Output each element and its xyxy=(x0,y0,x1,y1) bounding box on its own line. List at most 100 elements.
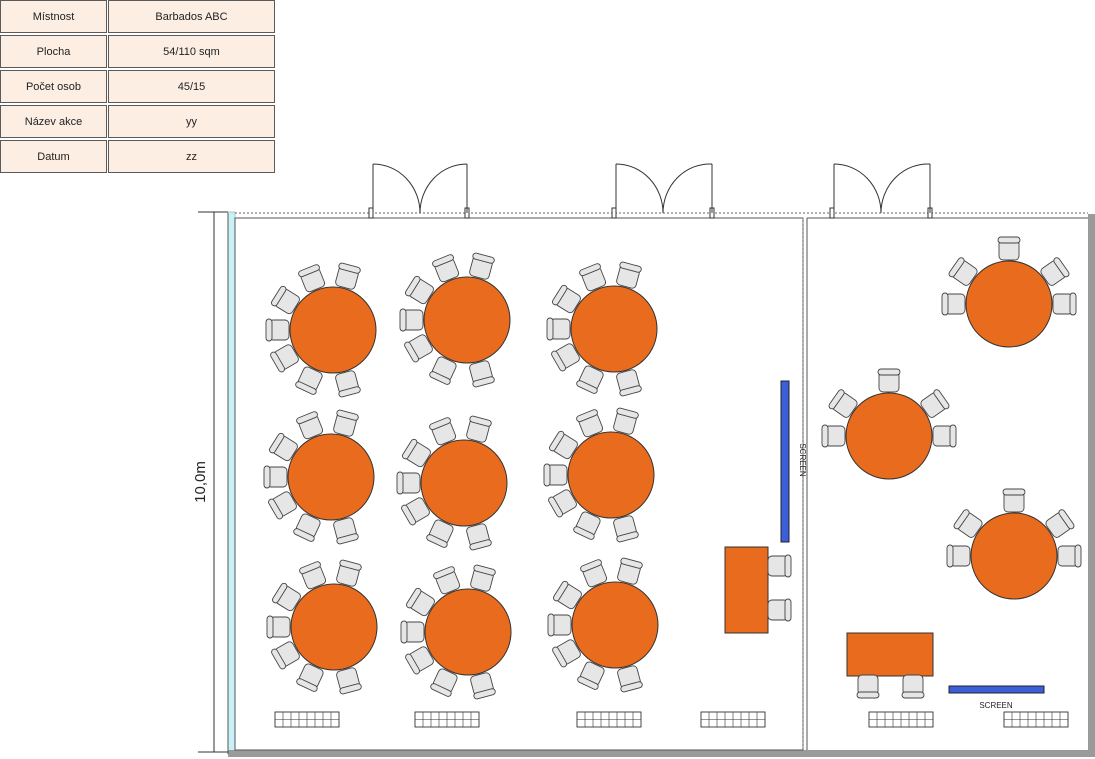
chair xyxy=(828,389,858,418)
chair xyxy=(402,438,431,468)
screen-vertical xyxy=(780,380,790,543)
chair xyxy=(1057,544,1082,568)
chair xyxy=(576,409,604,438)
chair xyxy=(547,613,572,637)
chair xyxy=(552,284,581,314)
chair xyxy=(429,356,457,385)
chair xyxy=(552,639,581,668)
chair xyxy=(573,511,601,540)
info-label-event: Název akce xyxy=(0,105,107,138)
chair xyxy=(546,317,571,341)
chair xyxy=(470,564,496,592)
chair xyxy=(466,415,492,443)
chair xyxy=(406,587,435,617)
rect-table-room-c xyxy=(846,632,934,677)
radiator xyxy=(1003,711,1069,728)
chair xyxy=(432,254,460,283)
chair xyxy=(268,491,297,520)
radiator xyxy=(700,711,766,728)
round-table xyxy=(567,431,655,519)
chair xyxy=(941,292,966,316)
chair xyxy=(617,665,643,693)
chair xyxy=(466,523,492,551)
chair xyxy=(469,252,495,280)
chair xyxy=(543,463,568,487)
chair xyxy=(269,432,298,462)
chair xyxy=(299,561,327,590)
chair xyxy=(553,580,582,610)
door-2 xyxy=(611,163,715,219)
info-value-date: zz xyxy=(108,140,275,173)
chair xyxy=(616,369,642,397)
glass-wall-left xyxy=(227,211,236,755)
chair xyxy=(430,668,458,697)
chair xyxy=(335,262,361,290)
chair xyxy=(271,641,300,670)
round-table xyxy=(571,581,659,669)
chair xyxy=(997,236,1021,261)
info-value-event: yy xyxy=(108,105,275,138)
chair xyxy=(767,554,792,578)
chair xyxy=(821,424,846,448)
dimension-label: 10,0m xyxy=(192,461,209,503)
chair xyxy=(296,663,324,692)
chair xyxy=(548,489,577,518)
chair xyxy=(856,674,880,699)
chair xyxy=(617,557,643,585)
info-label-room: Místnost xyxy=(0,0,107,33)
chair xyxy=(901,674,925,699)
round-table xyxy=(845,392,933,480)
round-table xyxy=(289,286,377,374)
screen-label-horizontal: SCREEN xyxy=(979,701,1013,710)
screen-label-vertical: SCREEN xyxy=(798,443,807,477)
chair xyxy=(576,365,604,394)
round-table xyxy=(424,588,512,676)
chair xyxy=(1002,488,1026,513)
chair xyxy=(396,471,421,495)
info-label-date: Datum xyxy=(0,140,107,173)
chair xyxy=(404,334,433,363)
chair xyxy=(613,515,639,543)
chair xyxy=(266,615,291,639)
chair xyxy=(295,366,323,395)
chair xyxy=(577,661,605,690)
chair xyxy=(263,465,288,489)
chair xyxy=(405,275,434,305)
chair xyxy=(767,598,792,622)
chair xyxy=(429,417,457,446)
chair xyxy=(1045,509,1075,538)
round-table xyxy=(423,276,511,364)
chair xyxy=(400,620,425,644)
chair xyxy=(336,667,362,695)
round-table xyxy=(970,512,1058,600)
wall-bottom xyxy=(228,750,1095,757)
chair xyxy=(920,389,950,418)
chair xyxy=(333,517,359,545)
chair xyxy=(335,370,361,398)
door-1 xyxy=(368,163,470,219)
chair xyxy=(946,544,971,568)
info-value-persons: 45/15 xyxy=(108,70,275,103)
chair xyxy=(399,308,424,332)
screen-horizontal xyxy=(948,685,1045,694)
chair xyxy=(613,407,639,435)
chair xyxy=(579,263,607,292)
chair xyxy=(296,411,324,440)
door-3 xyxy=(829,163,933,219)
chair xyxy=(549,430,578,460)
chair xyxy=(272,582,301,612)
info-value-room: Barbados ABC xyxy=(108,0,275,33)
round-table xyxy=(287,433,375,521)
wall-right xyxy=(1088,214,1095,757)
round-table xyxy=(570,285,658,373)
radiator xyxy=(414,711,480,728)
chair xyxy=(953,509,983,538)
chair xyxy=(271,285,300,315)
chair xyxy=(580,559,608,588)
round-table xyxy=(290,583,378,671)
chair xyxy=(470,672,496,700)
round-table xyxy=(965,260,1053,348)
rect-table-room-ab xyxy=(724,546,769,634)
info-label-area: Plocha xyxy=(0,35,107,68)
chair xyxy=(293,513,321,542)
